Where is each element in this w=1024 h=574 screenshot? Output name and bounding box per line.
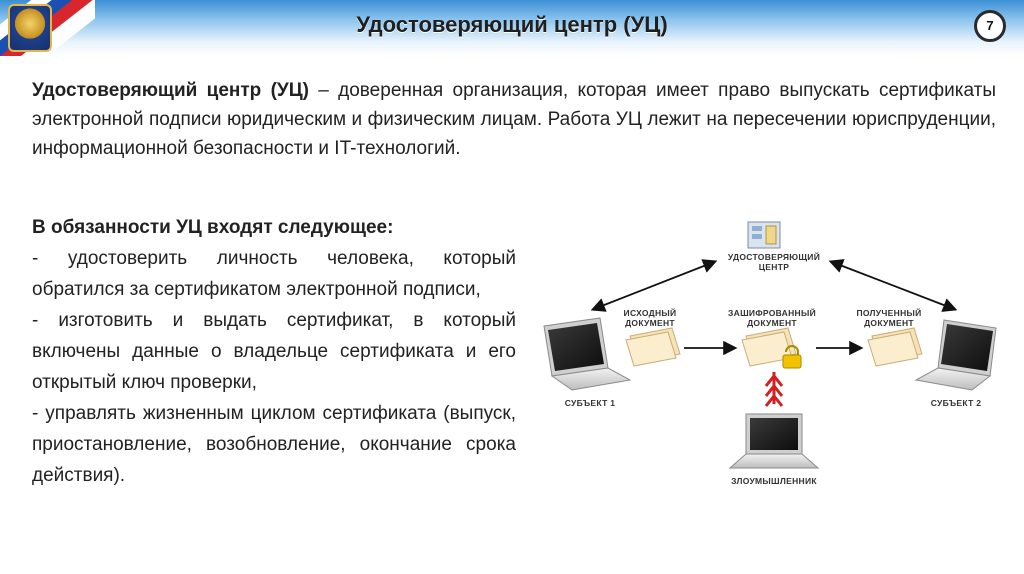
intercept-arrow-icon — [764, 372, 784, 407]
source-document-label-line: ИСХОДНЫЙ — [623, 308, 677, 318]
page-number-badge: 7 — [974, 10, 1006, 42]
encrypted-document-label-line: ЗАШИФРОВАННЫЙ — [728, 308, 816, 318]
server-icon — [747, 221, 781, 249]
definition-term: Удостоверяющий центр (УЦ) — [32, 80, 309, 101]
laptop-subject2-icon — [914, 319, 997, 391]
attacker-label: ЗЛОУМЫШЛЕННИК — [731, 476, 817, 486]
received-document-icon — [867, 327, 923, 367]
received-document-label-line: ПОЛУЧЕННЫЙ — [856, 308, 922, 318]
definition-paragraph: Удостоверяющий центр (УЦ) – доверенная о… — [32, 76, 996, 163]
definition-text: – доверенная организация, которая имеет … — [32, 80, 996, 159]
duty-item: - изготовить и выдать сертификат, в кото… — [32, 310, 516, 393]
encrypted-document-label: ЗАШИФРОВАННЫЙ ДОКУМЕНТ — [712, 308, 832, 328]
diagram-graphics — [543, 221, 997, 469]
source-document-label-line: ДОКУМЕНТ — [625, 318, 675, 328]
emblem-logo — [8, 4, 52, 52]
ca-label-line: УДОСТОВЕРЯЮЩИЙ — [727, 252, 821, 262]
laptop-attacker-icon — [728, 413, 820, 469]
ca-label-line: ЦЕНТР — [758, 262, 790, 272]
lock-icon — [782, 345, 802, 369]
source-document-icon — [625, 327, 681, 367]
ca-label: УДОСТОВЕРЯЮЩИЙ ЦЕНТР — [694, 252, 854, 272]
received-document-label: ПОЛУЧЕННЫЙ ДОКУМЕНТ — [834, 308, 944, 328]
arrow-subject1-ca — [590, 259, 718, 312]
ca-diagram: УДОСТОВЕРЯЮЩИЙ ЦЕНТР ИСХОДНЫЙ ДОКУМЕНТ З… — [534, 204, 1018, 504]
laptop-subject1-icon — [543, 317, 632, 391]
source-document-label: ИСХОДНЫЙ ДОКУМЕНТ — [602, 308, 698, 328]
header-band — [0, 0, 1024, 56]
duties-section: В обязанности УЦ входят следующее: - удо… — [32, 212, 516, 491]
duties-heading: В обязанности УЦ входят следующее: — [32, 217, 394, 238]
encrypted-document-icon — [741, 327, 797, 367]
encrypted-document-label-line: ДОКУМЕНТ — [747, 318, 797, 328]
received-document-label-line: ДОКУМЕНТ — [864, 318, 914, 328]
duty-item: - управлять жизненным циклом сертификата… — [32, 403, 516, 486]
subject1-label: СУБЪЕКТ 1 — [564, 398, 616, 408]
slide-title: Удостоверяющий центр (УЦ) — [356, 12, 668, 37]
subject2-label: СУБЪЕКТ 2 — [930, 398, 982, 408]
duty-item: - удостоверить личность человека, которы… — [32, 248, 516, 300]
arrow-subject2-ca — [828, 259, 958, 312]
